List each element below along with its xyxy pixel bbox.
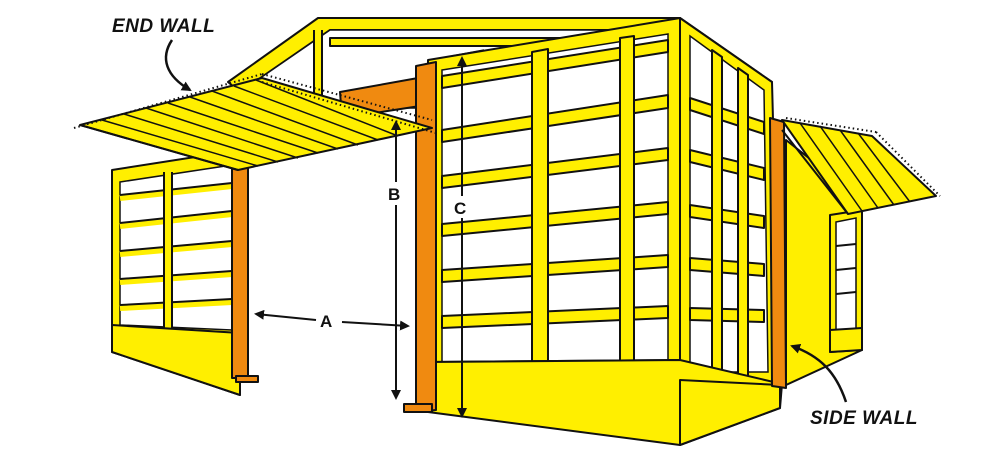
dimension-c: C (451, 49, 485, 418)
front-wall-posts (531, 35, 635, 395)
left-door-panel-stripes (101, 79, 399, 167)
left-post-base (235, 375, 259, 383)
dimension-b: B (388, 120, 401, 400)
dim-b-label: B (388, 185, 400, 204)
center-post-base (403, 403, 433, 413)
right-post (769, 117, 787, 389)
right-door-panel (781, 117, 941, 215)
left-end-wall (111, 149, 241, 396)
front-wall-girts (441, 39, 669, 329)
left-wall-girts (119, 172, 233, 330)
side-wall-callout: SIDE WALL (790, 343, 918, 429)
dimension-a: A (254, 309, 410, 331)
front-wall (427, 17, 681, 409)
center-post (415, 61, 437, 413)
left-post (231, 157, 249, 379)
side-wall-label: SIDE WALL (810, 408, 918, 429)
right-wall (679, 17, 781, 386)
left-wall-base (111, 324, 241, 396)
dim-a-label: A (320, 312, 332, 331)
left-door-panel (73, 73, 437, 171)
end-wall-label: END WALL (112, 16, 215, 37)
end-wall-callout: END WALL (112, 16, 215, 92)
dim-c-label: C (454, 199, 466, 218)
